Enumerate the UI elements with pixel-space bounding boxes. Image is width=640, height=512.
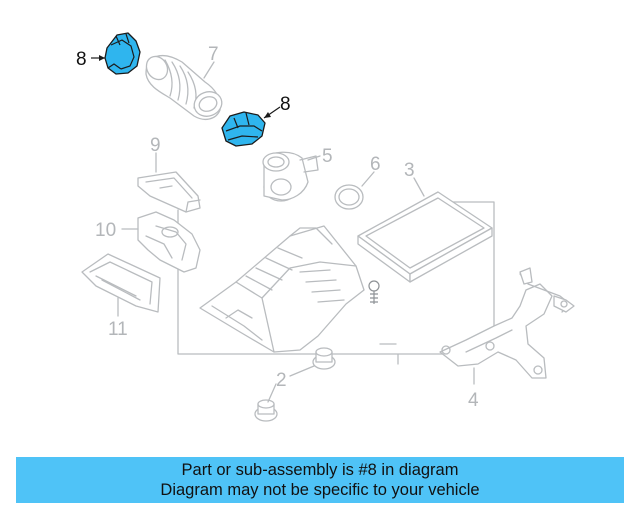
banner-line-part-number: Part or sub-assembly is #8 in diagram [181, 461, 459, 479]
part-10-duct [137, 211, 201, 273]
callout-leader-6 [361, 171, 375, 187]
callout-leader-5 [307, 155, 321, 161]
callout-5: 5 [322, 146, 333, 167]
part-2-grommet-b [254, 399, 278, 422]
housing-bolt [368, 280, 380, 304]
callout-leader-7 [203, 61, 215, 79]
arrow-head-8b [264, 112, 271, 118]
callout-7: 7 [208, 44, 219, 65]
callout-8-upper: 8 [76, 49, 87, 70]
callout-3: 3 [404, 160, 415, 181]
banner-line-disclaimer: Diagram may not be specific to your vehi… [160, 481, 480, 499]
callout-11: 11 [108, 319, 128, 340]
part-9-cover [137, 171, 201, 213]
info-banner: Part or sub-assembly is #8 in diagram Di… [16, 457, 624, 503]
part-8-clamp-lower[interactable] [221, 111, 266, 147]
callout-leader-2b [267, 383, 277, 403]
part-7-intake-hose [145, 54, 223, 121]
part-3-air-filter [357, 191, 493, 283]
parts-diagram: 8 7 8 9 5 [76, 32, 575, 422]
part-5-airflow-sensor [262, 151, 319, 202]
callout-leader-2 [289, 365, 315, 377]
part-8-clamp-upper[interactable] [104, 32, 141, 75]
arrow-head-8a [99, 55, 105, 61]
callout-8-lower: 8 [280, 94, 291, 115]
part-6-seal-ring [334, 184, 364, 210]
part-11-intake-duct [81, 253, 161, 313]
part-2-grommet-a [312, 347, 336, 370]
callout-6: 6 [370, 154, 381, 175]
callout-leader-3 [413, 177, 425, 197]
callout-10: 10 [95, 220, 116, 241]
part-4-bracket [439, 267, 575, 379]
air-cleaner-housing [199, 225, 365, 353]
callout-9: 9 [150, 135, 161, 156]
callout-4: 4 [468, 390, 479, 411]
callout-2: 2 [276, 370, 287, 391]
